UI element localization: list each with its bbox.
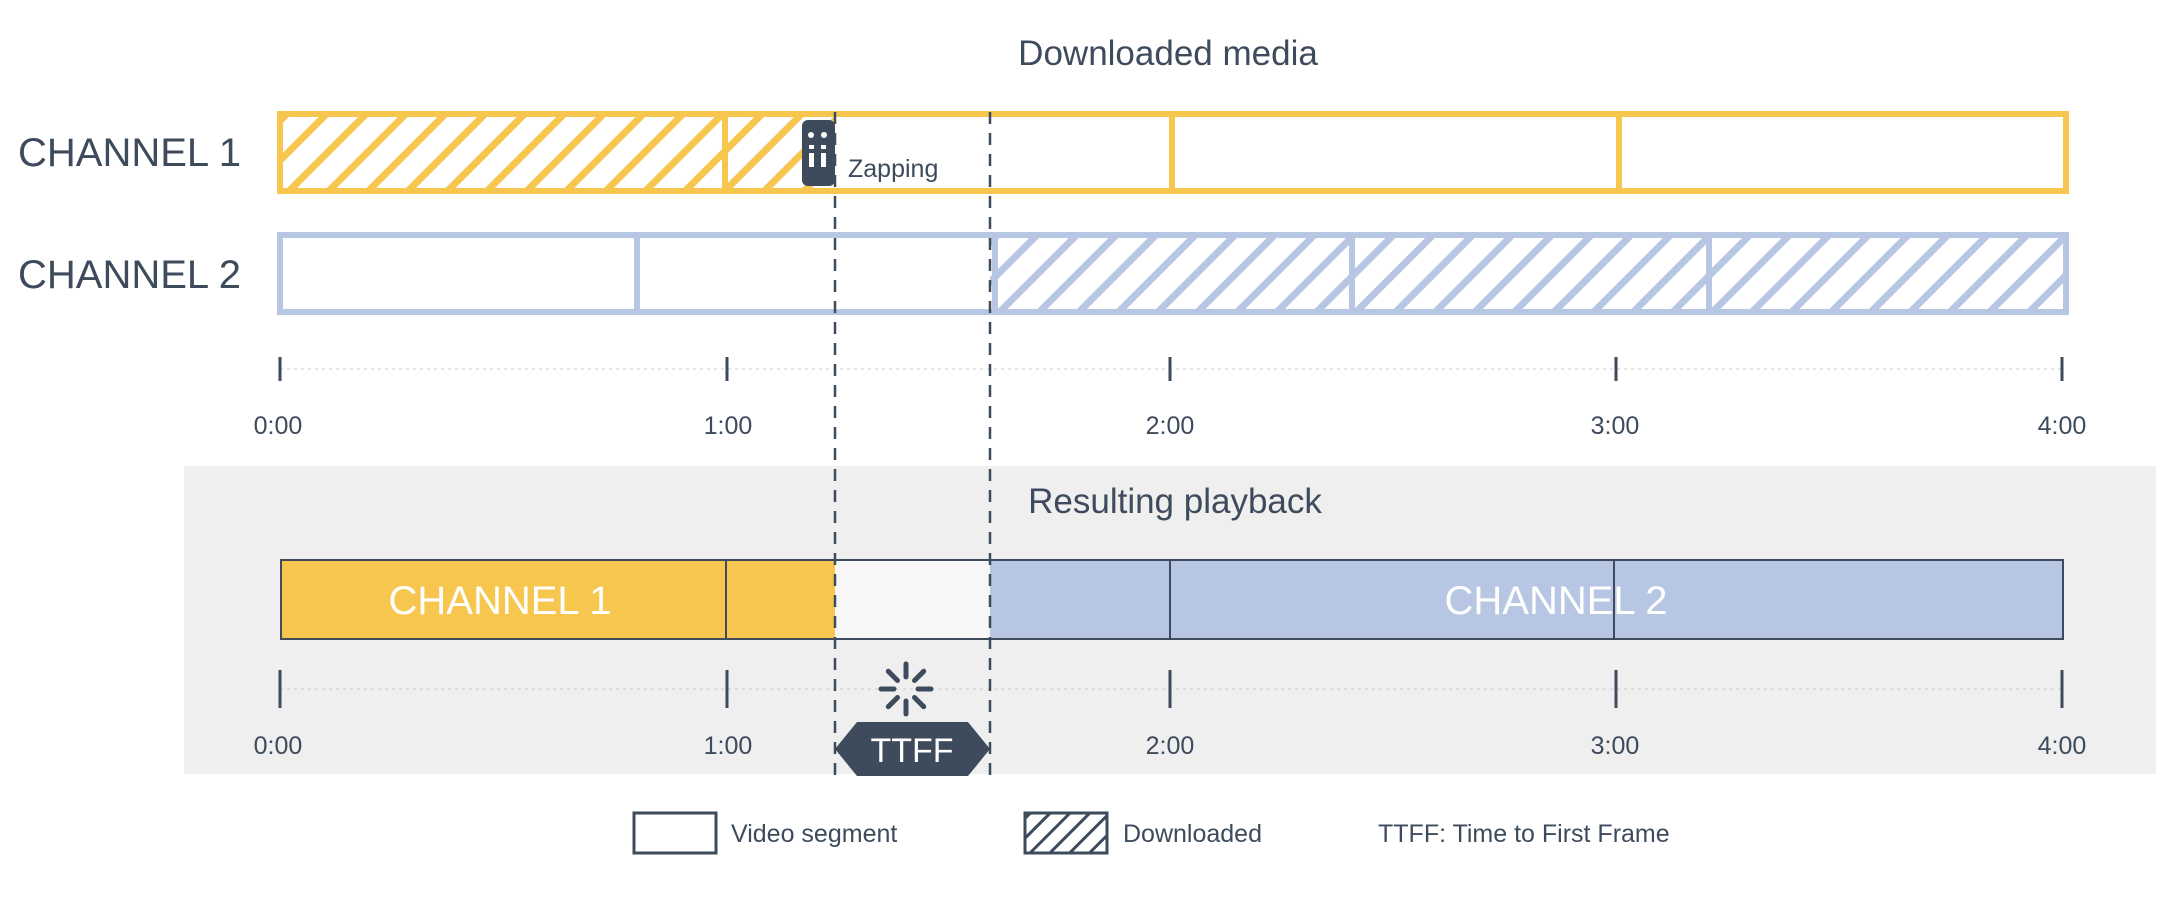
playback-channel-1 <box>281 560 835 639</box>
legend-downloaded-label: Downloaded <box>1123 820 1262 848</box>
channel-2-segment-2 <box>634 232 998 315</box>
loading-spinner-icon <box>878 661 934 717</box>
legend-ttff-label: TTFF: Time to First Frame <box>1378 820 1670 848</box>
playback-channel-1-label: CHANNEL 1 <box>388 579 611 623</box>
legend-downloaded-swatch <box>1023 811 1109 855</box>
playback-timeline: 0:00 1:00 2:00 3:00 4:00 <box>254 670 2087 760</box>
channel-2-segment-5 <box>1706 232 2069 315</box>
tick-label: 4:00 <box>2038 412 2087 440</box>
tick-label: 3:00 <box>1591 732 1640 760</box>
tick-label: 2:00 <box>1146 412 1195 440</box>
tick-label: 0:00 <box>254 412 303 440</box>
tick-label: 1:00 <box>704 732 753 760</box>
channel-1-label: CHANNEL 1 <box>18 131 241 175</box>
tick-label: 0:00 <box>254 732 303 760</box>
downloaded-media-title: Downloaded media <box>1018 34 1318 73</box>
channel-2-download-bar <box>277 232 2069 315</box>
double-arrow-icon <box>835 722 990 776</box>
channel-2-downloaded-hatch <box>990 235 2066 312</box>
remote-control-icon <box>802 120 835 186</box>
tick-label: 2:00 <box>1146 732 1195 760</box>
playback-channel-2 <box>990 560 2063 639</box>
tick-label: 3:00 <box>1591 412 1640 440</box>
playback-bar: CHANNEL 1 CHANNEL 2 <box>280 559 2064 640</box>
tick-label: 4:00 <box>2038 732 2087 760</box>
legend-segment-label: Video segment <box>731 820 897 848</box>
channel-1-downloaded-hatch <box>280 114 835 191</box>
ttff-label: TTFF <box>870 732 953 770</box>
ttff-marker: TTFF <box>835 722 990 776</box>
legend-segment-swatch <box>632 811 718 855</box>
channel-1-segment-4 <box>1616 111 2069 194</box>
download-timeline: 0:00 1:00 2:00 3:00 4:00 <box>254 357 2087 440</box>
channel-1-download-bar <box>277 111 2069 194</box>
resulting-playback-title: Resulting playback <box>1028 482 1322 521</box>
playback-gap <box>835 560 990 639</box>
zapping-label: Zapping <box>848 155 938 183</box>
tick-label: 1:00 <box>704 412 753 440</box>
zapping-marker: Zapping <box>802 120 938 186</box>
legend: Video segment Downloaded TTFF: Time to F… <box>632 811 1670 855</box>
channel-1-segment-3 <box>1169 111 1622 194</box>
channel-2-segment-1 <box>277 232 640 315</box>
channel-2-label: CHANNEL 2 <box>18 253 241 297</box>
playback-channel-2-label: CHANNEL 2 <box>1444 579 1667 623</box>
